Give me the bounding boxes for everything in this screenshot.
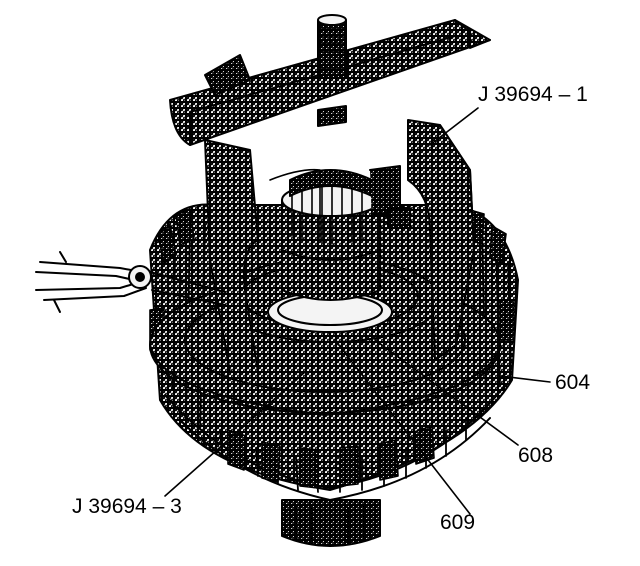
center-hub: [281, 165, 411, 301]
callout-604: 604: [555, 371, 591, 394]
callout-j39694-1: J 39694 – 1: [478, 83, 588, 106]
callout-608: 608: [518, 444, 554, 467]
leader-lines: [164, 107, 551, 515]
callout-j39694-3: J 39694 – 3: [72, 495, 182, 518]
callout-609: 609: [440, 511, 476, 534]
bottom-shaft: [281, 499, 381, 547]
snap-ring-pliers: [35, 251, 226, 313]
puller-j39694-1: [169, 14, 491, 373]
